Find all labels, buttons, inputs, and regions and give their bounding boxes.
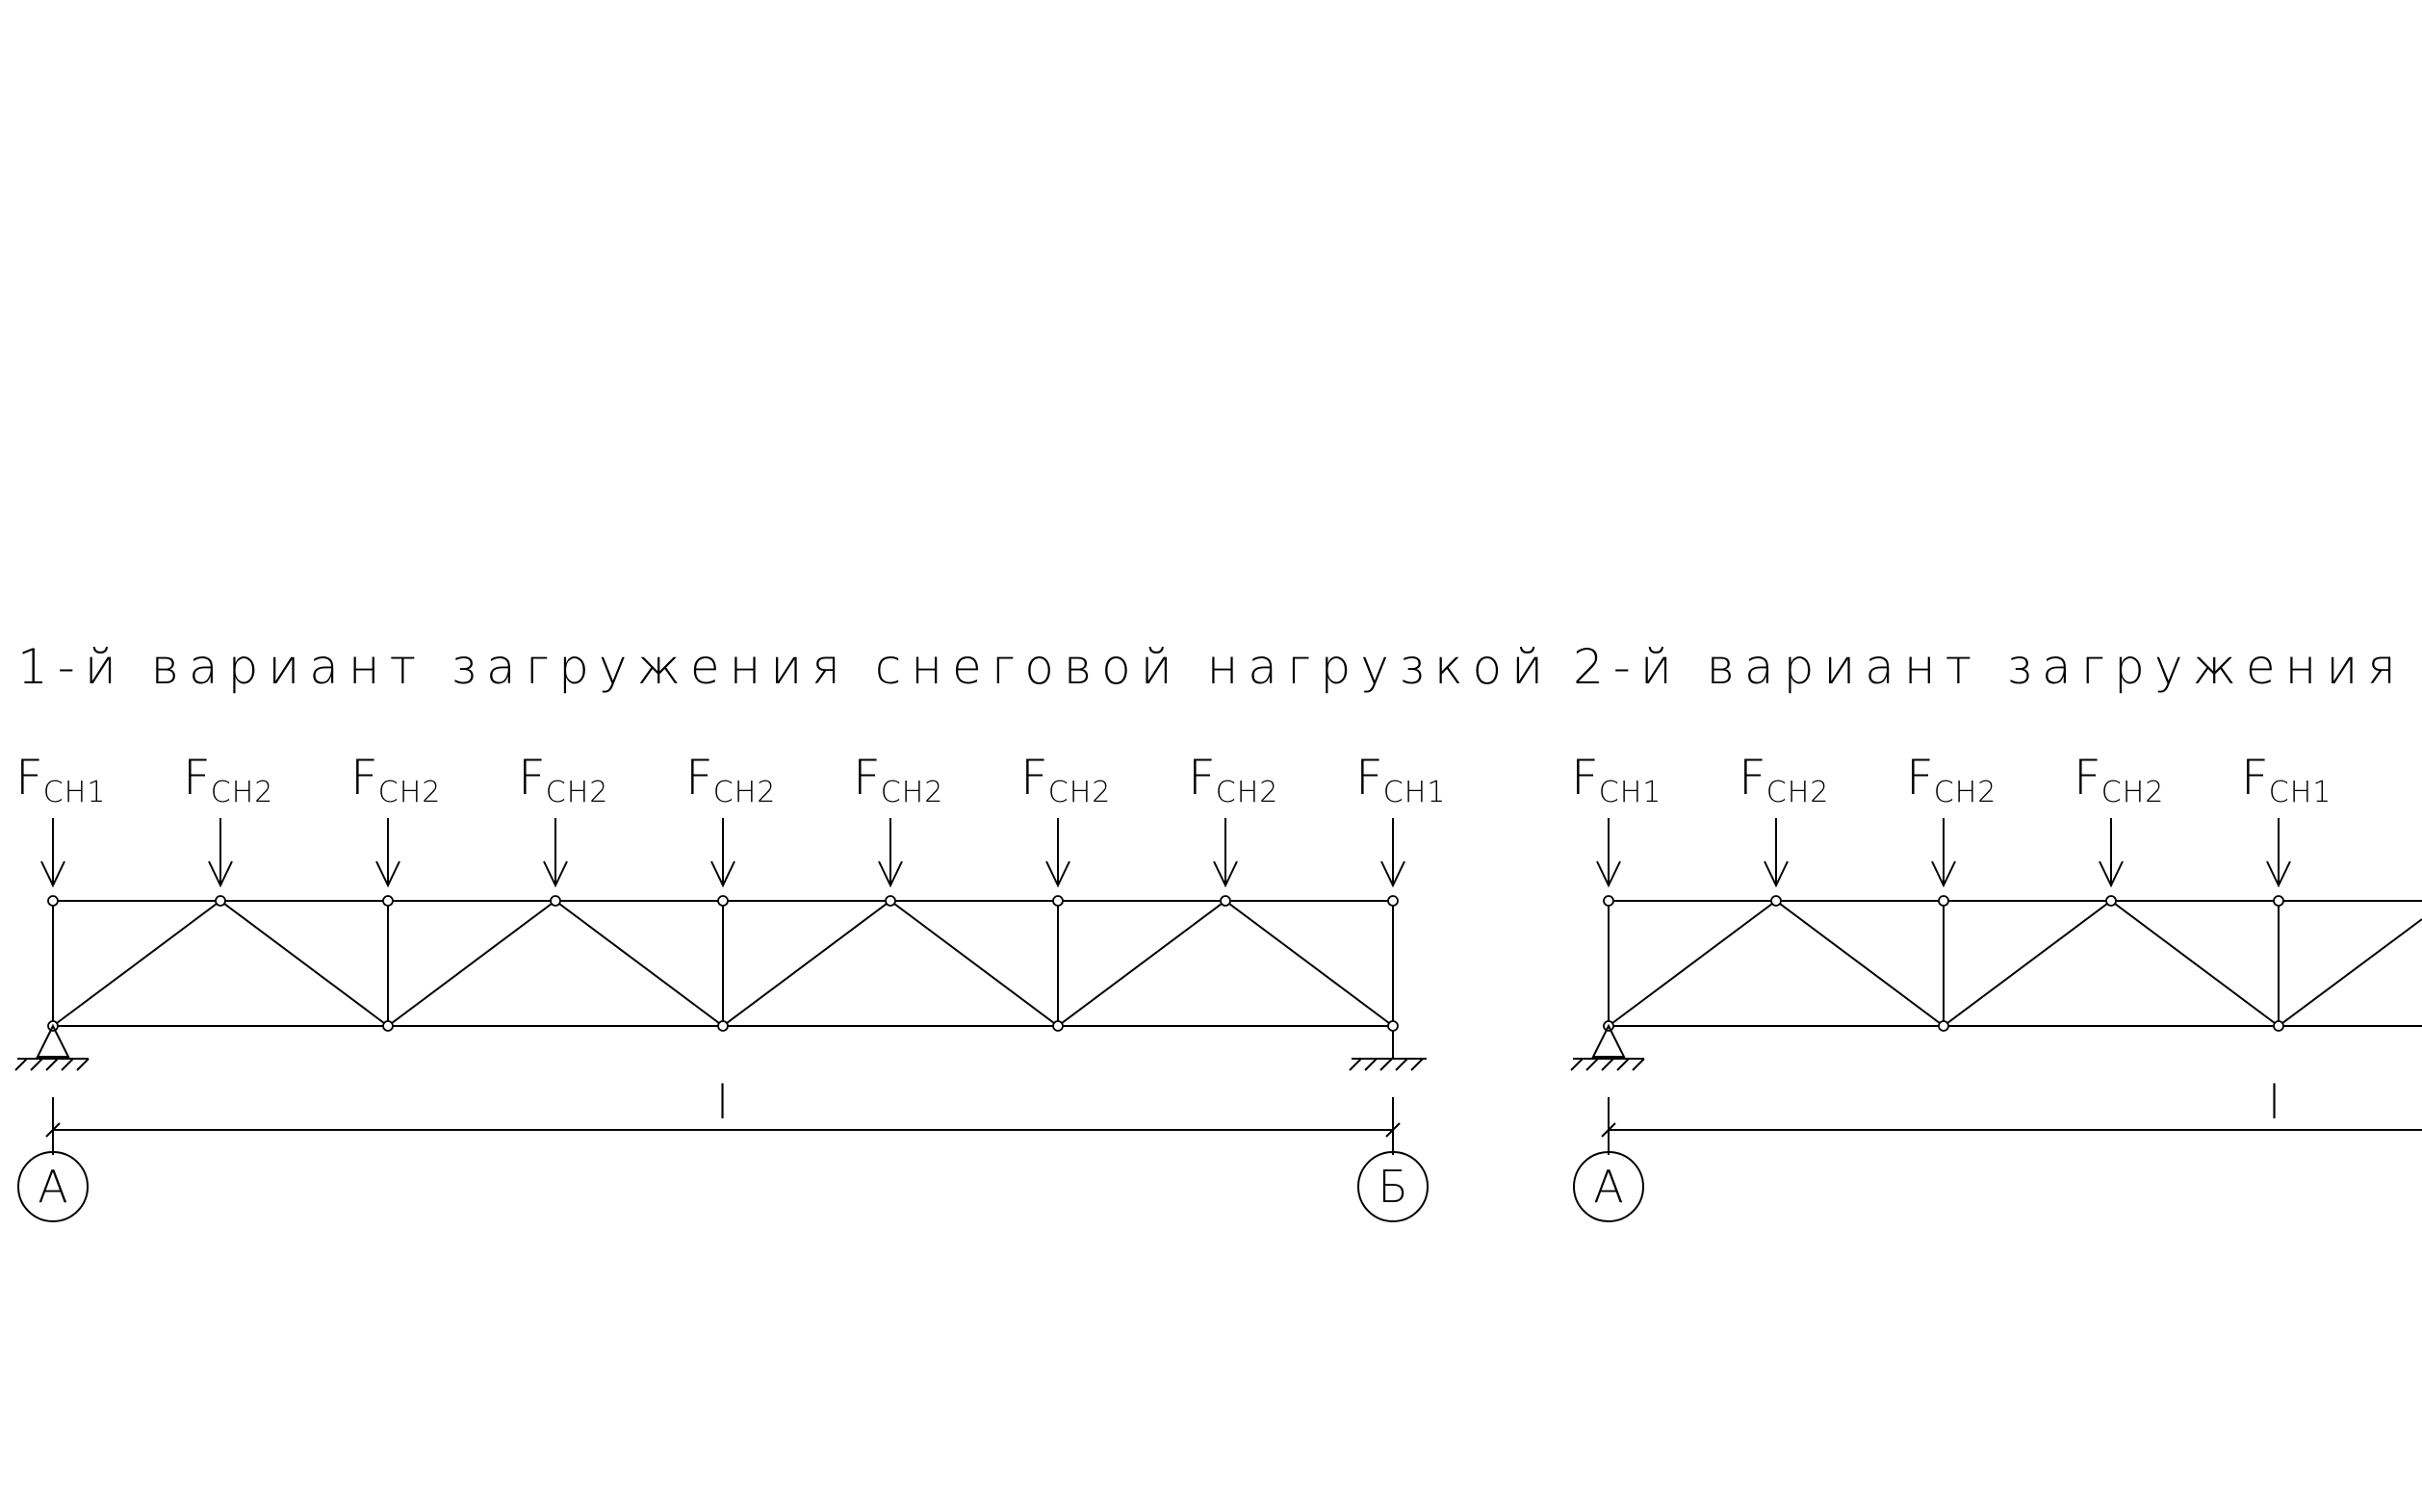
load-arrow xyxy=(1596,818,1621,888)
load-arrow xyxy=(2266,818,2291,888)
load-arrow xyxy=(208,818,233,888)
load-arrow xyxy=(375,818,400,888)
load-arrow xyxy=(543,818,568,888)
load-case-1-labels: FСН1 FСН2 FСН2 FСН2 FСН2 FСН2 FСН2 FСН2 xyxy=(15,750,1446,809)
load-arrow xyxy=(40,818,65,888)
load-label: FСН2 xyxy=(1906,750,1997,809)
load-arrow xyxy=(1764,818,1789,888)
load-arrow xyxy=(1380,818,1405,888)
load-case-1-arrows xyxy=(40,818,1405,888)
load-label: FСН2 xyxy=(2074,750,2164,809)
pinned-support xyxy=(14,1023,90,1071)
svg-text:Б: Б xyxy=(1378,1161,1408,1213)
load-case-2-arrows xyxy=(1596,818,2291,888)
truss-1 xyxy=(47,895,1399,1032)
span-label: l xyxy=(2268,1076,2280,1130)
axis-bubble-a: А xyxy=(17,1151,89,1222)
span-dimension xyxy=(1601,1097,2422,1155)
span-label: l xyxy=(716,1076,729,1130)
truss-nodes xyxy=(1603,895,2284,1032)
load-arrow xyxy=(1931,818,1956,888)
load-case-2-labels: FСН1 FСН2 FСН2 FСН2 FСН1 xyxy=(1571,750,2332,809)
axis-bubble-a: А xyxy=(1573,1151,1644,1222)
load-case-1: 1-й вариант загружения снеговой нагрузко… xyxy=(14,639,1553,1222)
load-label: FСН2 xyxy=(1739,750,1829,809)
truss-nodes xyxy=(47,895,1399,1032)
load-label: FСН1 xyxy=(15,750,106,809)
truss-2 xyxy=(1603,895,2422,1032)
load-label: FСН1 xyxy=(2241,750,2332,809)
load-case-1-title: 1-й вариант загружения снеговой нагрузко… xyxy=(17,639,1553,695)
load-arrow xyxy=(710,818,735,888)
load-label: FСН2 xyxy=(183,750,273,809)
pinned-support xyxy=(1570,1023,1645,1071)
load-arrow xyxy=(2099,818,2124,888)
load-label: FСН1 xyxy=(1571,750,1662,809)
span-dimension xyxy=(45,1097,1401,1155)
load-arrow xyxy=(878,818,903,888)
load-label: FСН2 xyxy=(853,750,943,809)
load-case-2-title: 2-й вариант загружения снеговой нагрузко… xyxy=(1573,639,2422,695)
svg-text:А: А xyxy=(38,1161,67,1213)
load-arrow xyxy=(1045,818,1070,888)
diagonals xyxy=(1608,899,2422,1028)
load-label: FСН2 xyxy=(1188,750,1278,809)
load-label: FСН2 xyxy=(350,750,441,809)
roller-support xyxy=(1349,1031,1427,1071)
load-label: FСН2 xyxy=(518,750,608,809)
svg-text:А: А xyxy=(1593,1161,1623,1213)
load-arrow xyxy=(1213,818,1238,888)
verticals xyxy=(52,901,1394,1026)
verticals xyxy=(1608,901,2280,1026)
axis-bubble-b: Б xyxy=(1357,1151,1429,1222)
load-case-2: 2-й вариант загружения снеговой нагрузко… xyxy=(1570,639,2422,1222)
load-label: FСН2 xyxy=(1020,750,1111,809)
load-label: FСН2 xyxy=(685,750,776,809)
load-label: FСН1 xyxy=(1355,750,1446,809)
